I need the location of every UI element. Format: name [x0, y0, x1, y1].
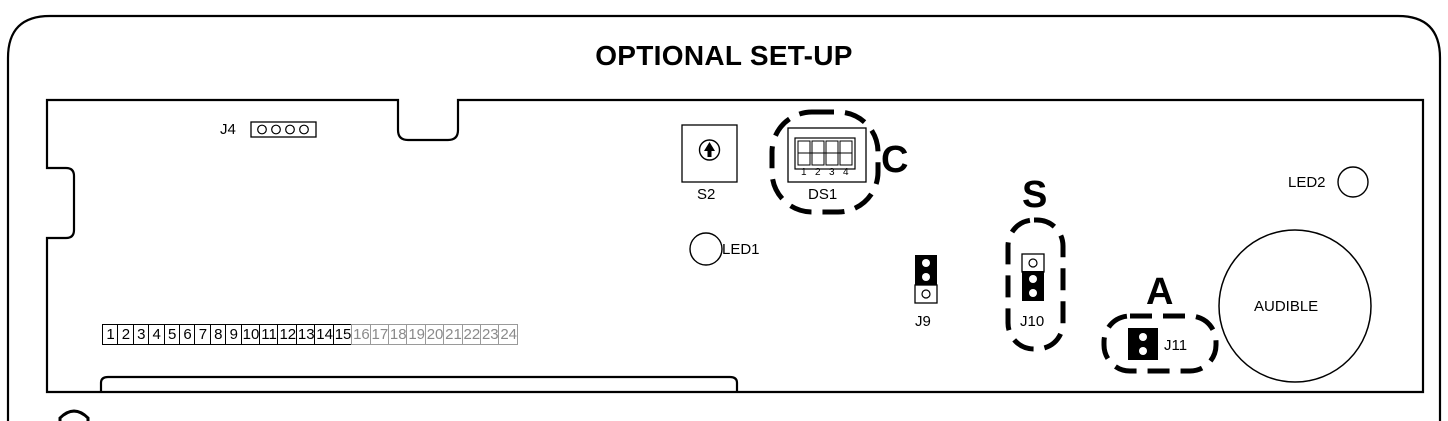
s2-rotary-switch	[681, 124, 738, 183]
terminal-17: 17	[369, 324, 390, 345]
j4-label: J4	[220, 121, 236, 138]
ds1-switch-number: 4	[843, 167, 849, 178]
callout-a-outline	[1101, 313, 1219, 374]
j9-label: J9	[915, 313, 931, 330]
terminal-16: 16	[351, 324, 372, 345]
terminal-21: 21	[443, 324, 464, 345]
j10-jumper	[1021, 253, 1045, 301]
j4-header	[250, 121, 317, 138]
ds1-switch-number: 2	[815, 167, 821, 178]
terminal-13: 13	[295, 324, 316, 345]
led2-icon	[1337, 166, 1369, 198]
callout-c-outline	[769, 109, 881, 215]
ds1-dip-switch	[787, 127, 867, 183]
outer-frame	[6, 14, 1442, 421]
lower-connector-edge	[99, 375, 739, 392]
terminal-9: 9	[225, 324, 243, 345]
terminal-18: 18	[387, 324, 408, 345]
terminal-19: 19	[406, 324, 427, 345]
terminal-15: 15	[332, 324, 353, 345]
ds1-switch-number: 3	[829, 167, 835, 178]
terminal-5: 5	[163, 324, 181, 345]
s2-label: S2	[697, 186, 716, 203]
terminal-10: 10	[240, 324, 261, 345]
terminal-23: 23	[479, 324, 500, 345]
audible-label: AUDIBLE	[1254, 298, 1319, 315]
terminal-24: 24	[498, 324, 519, 345]
j11-jumper	[1128, 328, 1158, 360]
ds1-label: DS1	[808, 186, 838, 203]
audible-buzzer-icon	[1218, 229, 1372, 383]
partial-circle	[58, 409, 90, 421]
terminal-14: 14	[314, 324, 335, 345]
pcb-outline	[45, 98, 1425, 394]
j10-label: J10	[1020, 313, 1045, 330]
callout-a-label: A	[1146, 271, 1174, 313]
callout-c-label: C	[881, 139, 909, 181]
j11-label: J11	[1164, 337, 1188, 354]
terminal-12: 12	[277, 324, 298, 345]
led1-icon	[689, 232, 723, 266]
led1-label: LED1	[722, 241, 760, 258]
terminal-22: 22	[461, 324, 482, 345]
terminal-20: 20	[424, 324, 445, 345]
j9-jumper	[914, 255, 938, 304]
ds1-switch-number: 1	[801, 167, 807, 178]
callout-s-outline	[1005, 217, 1066, 352]
led2-label: LED2	[1288, 174, 1326, 191]
page-title: OPTIONAL SET-UP	[595, 40, 853, 71]
callout-s-label: S	[1022, 174, 1048, 216]
terminal-11: 11	[259, 324, 280, 345]
